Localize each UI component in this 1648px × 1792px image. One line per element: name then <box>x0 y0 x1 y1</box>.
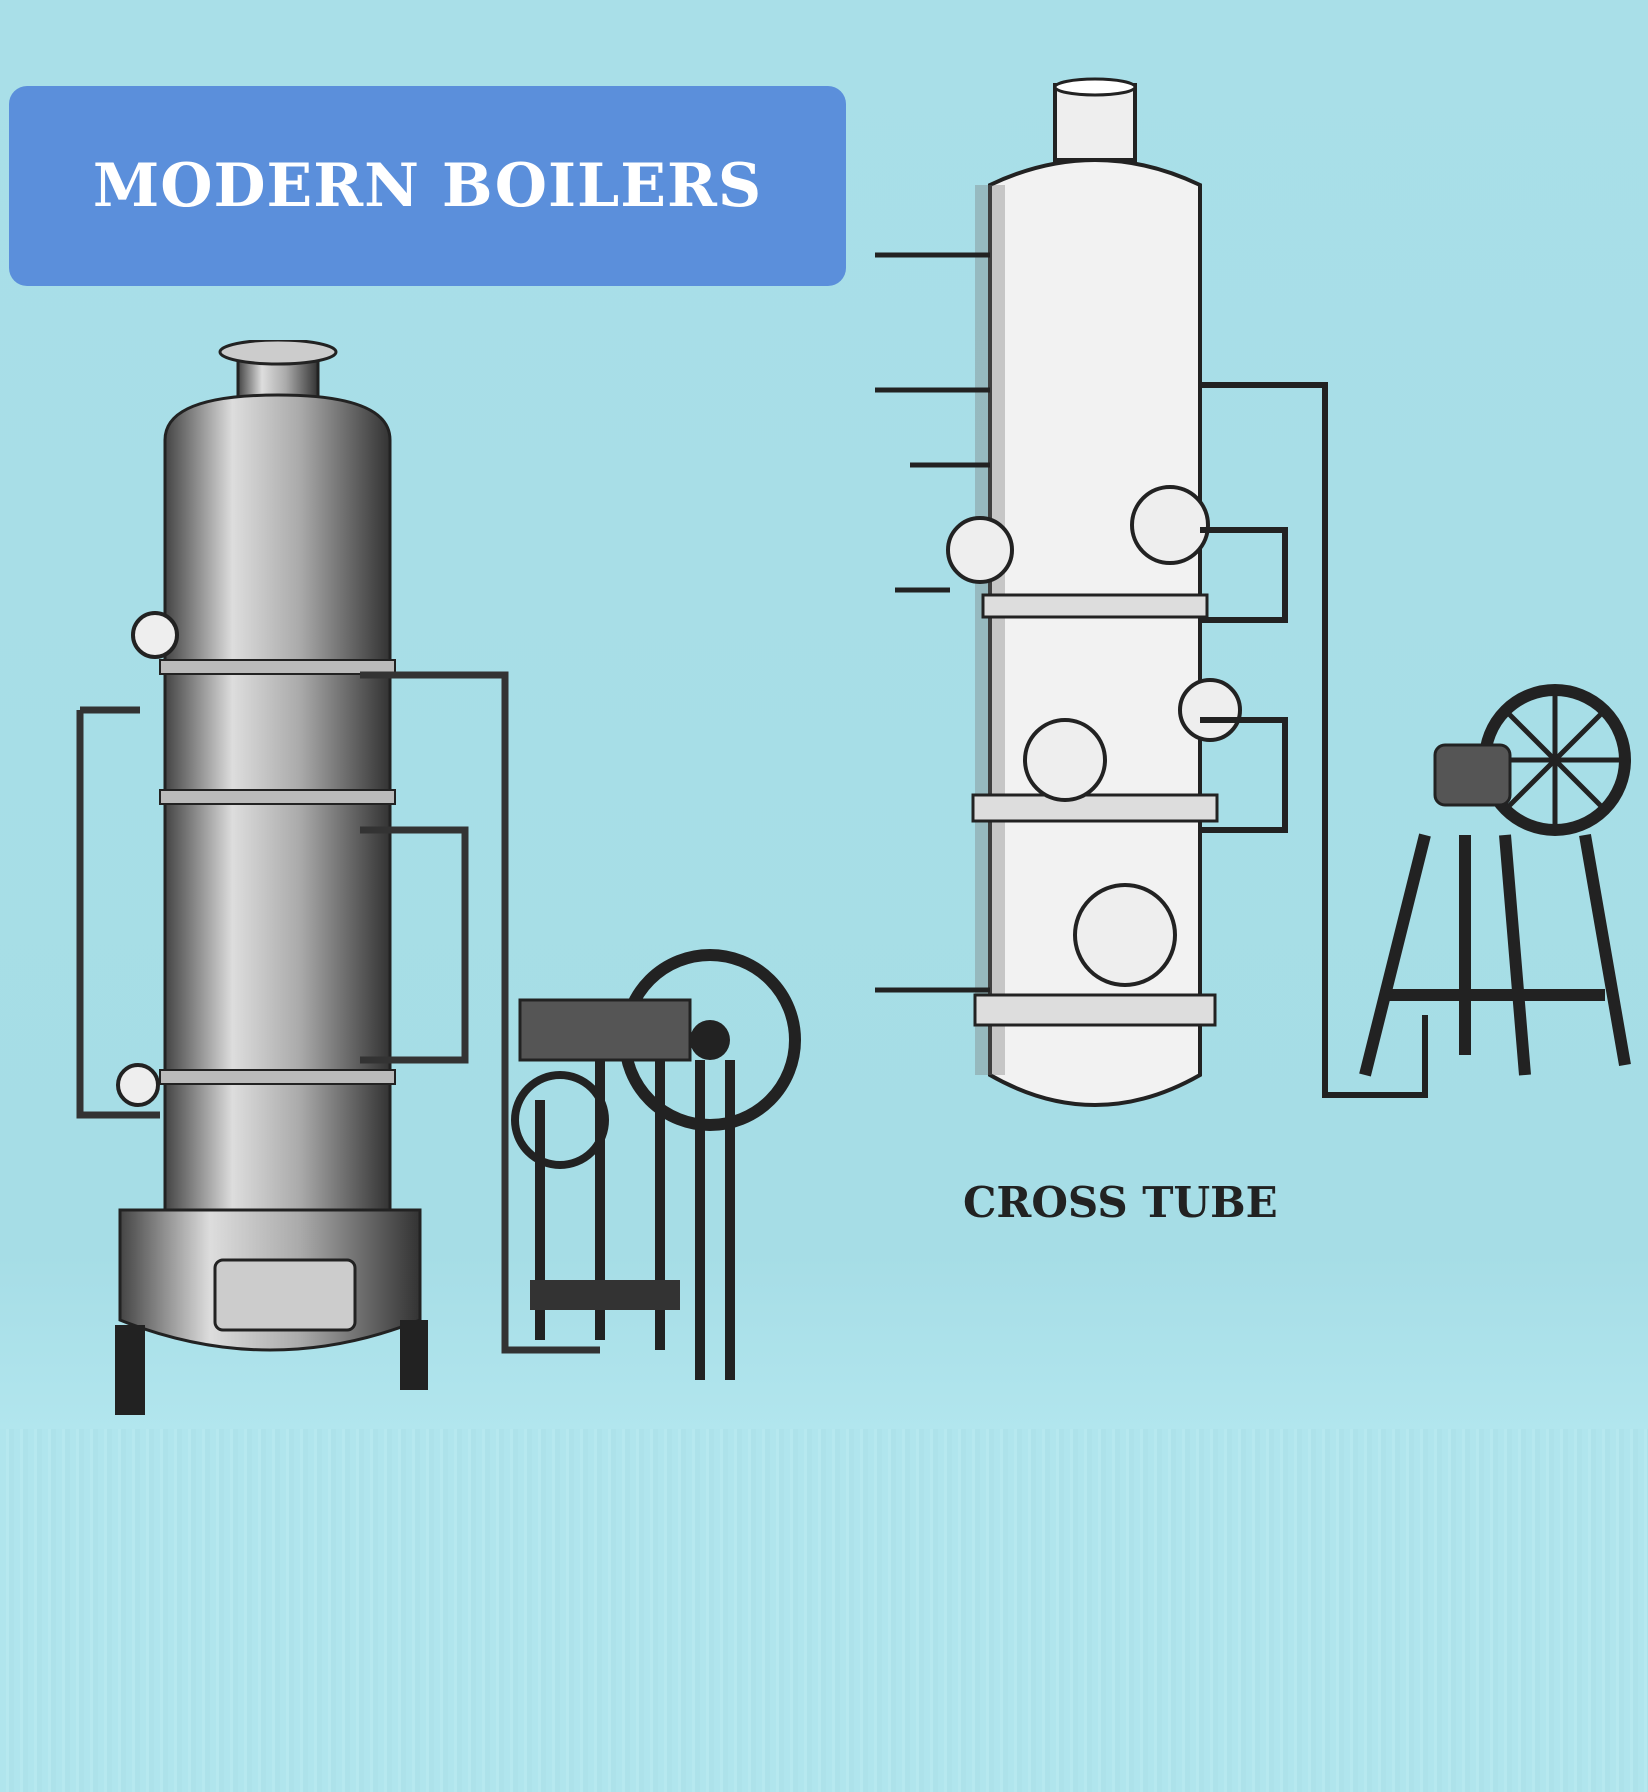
cross-tube-caption: CROSS TUBE <box>963 1178 1278 1227</box>
vertical-boiler-illustration <box>76 340 801 1415</box>
lower-background-band <box>0 1429 1648 1792</box>
title-banner: MODERN BOILERS <box>9 86 846 286</box>
page-title: MODERN BOILERS <box>92 151 763 221</box>
cross-tube-boiler-illustration <box>875 77 1631 1107</box>
